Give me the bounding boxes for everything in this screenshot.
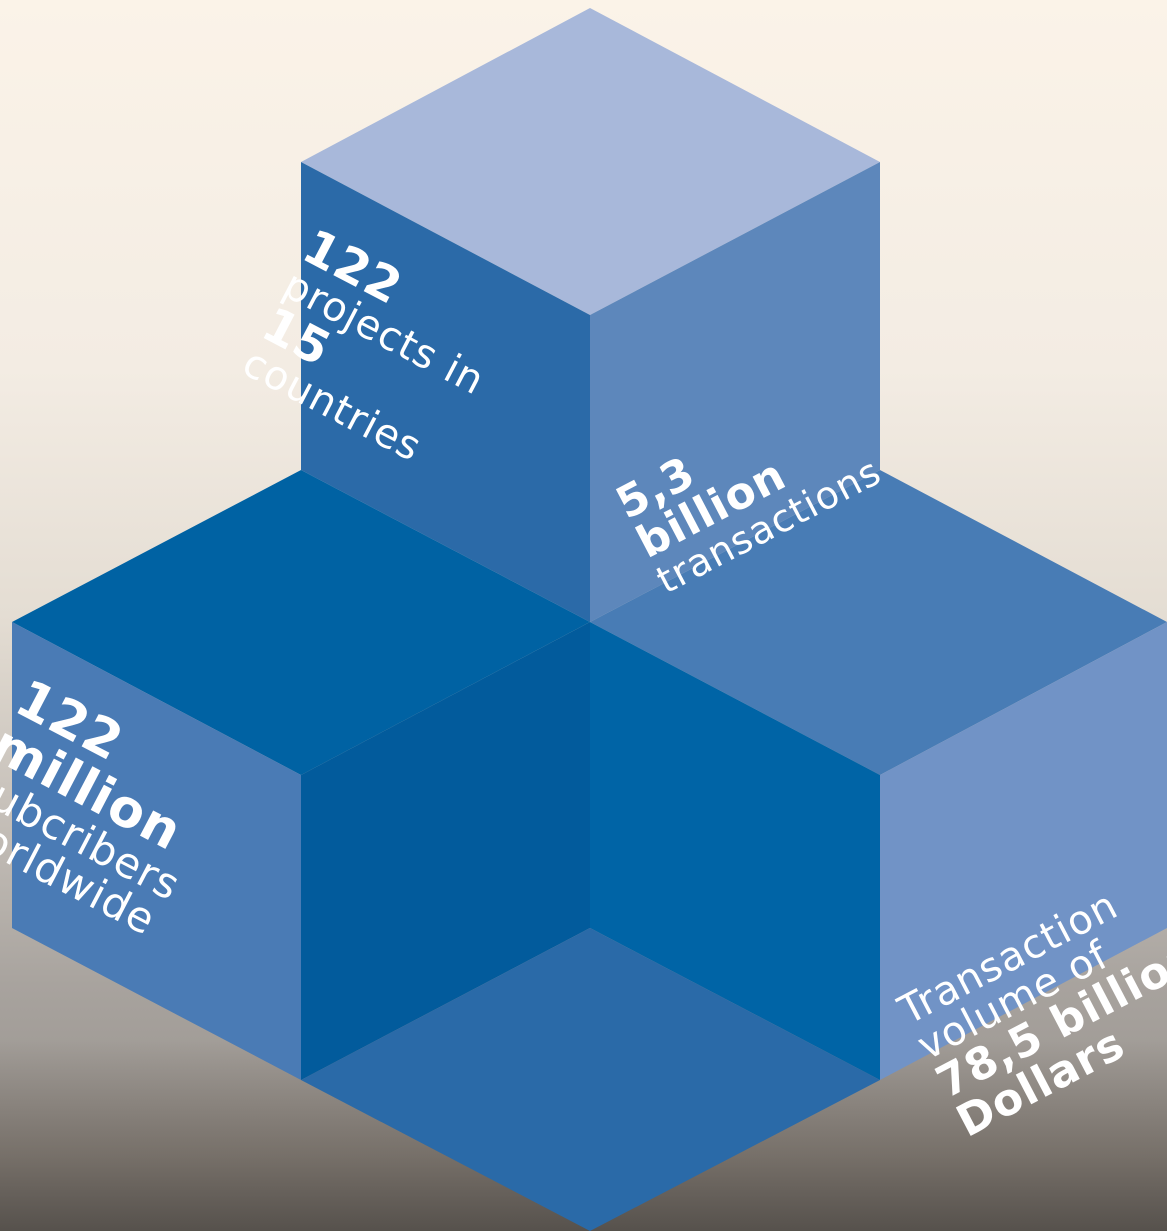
right-cube-top-face [590, 470, 1167, 775]
top-cube-left-face [301, 162, 590, 622]
left-cube-left-face [12, 622, 301, 1080]
top-cube-right-face [590, 162, 880, 622]
left-cube-top-face [12, 470, 590, 775]
right-cube-right-face [880, 622, 1167, 1080]
top-cube-top-face [301, 8, 880, 315]
bottom-face [301, 928, 880, 1231]
left-cube-right-face [301, 622, 590, 1080]
right-cube-left-face [590, 622, 880, 1080]
